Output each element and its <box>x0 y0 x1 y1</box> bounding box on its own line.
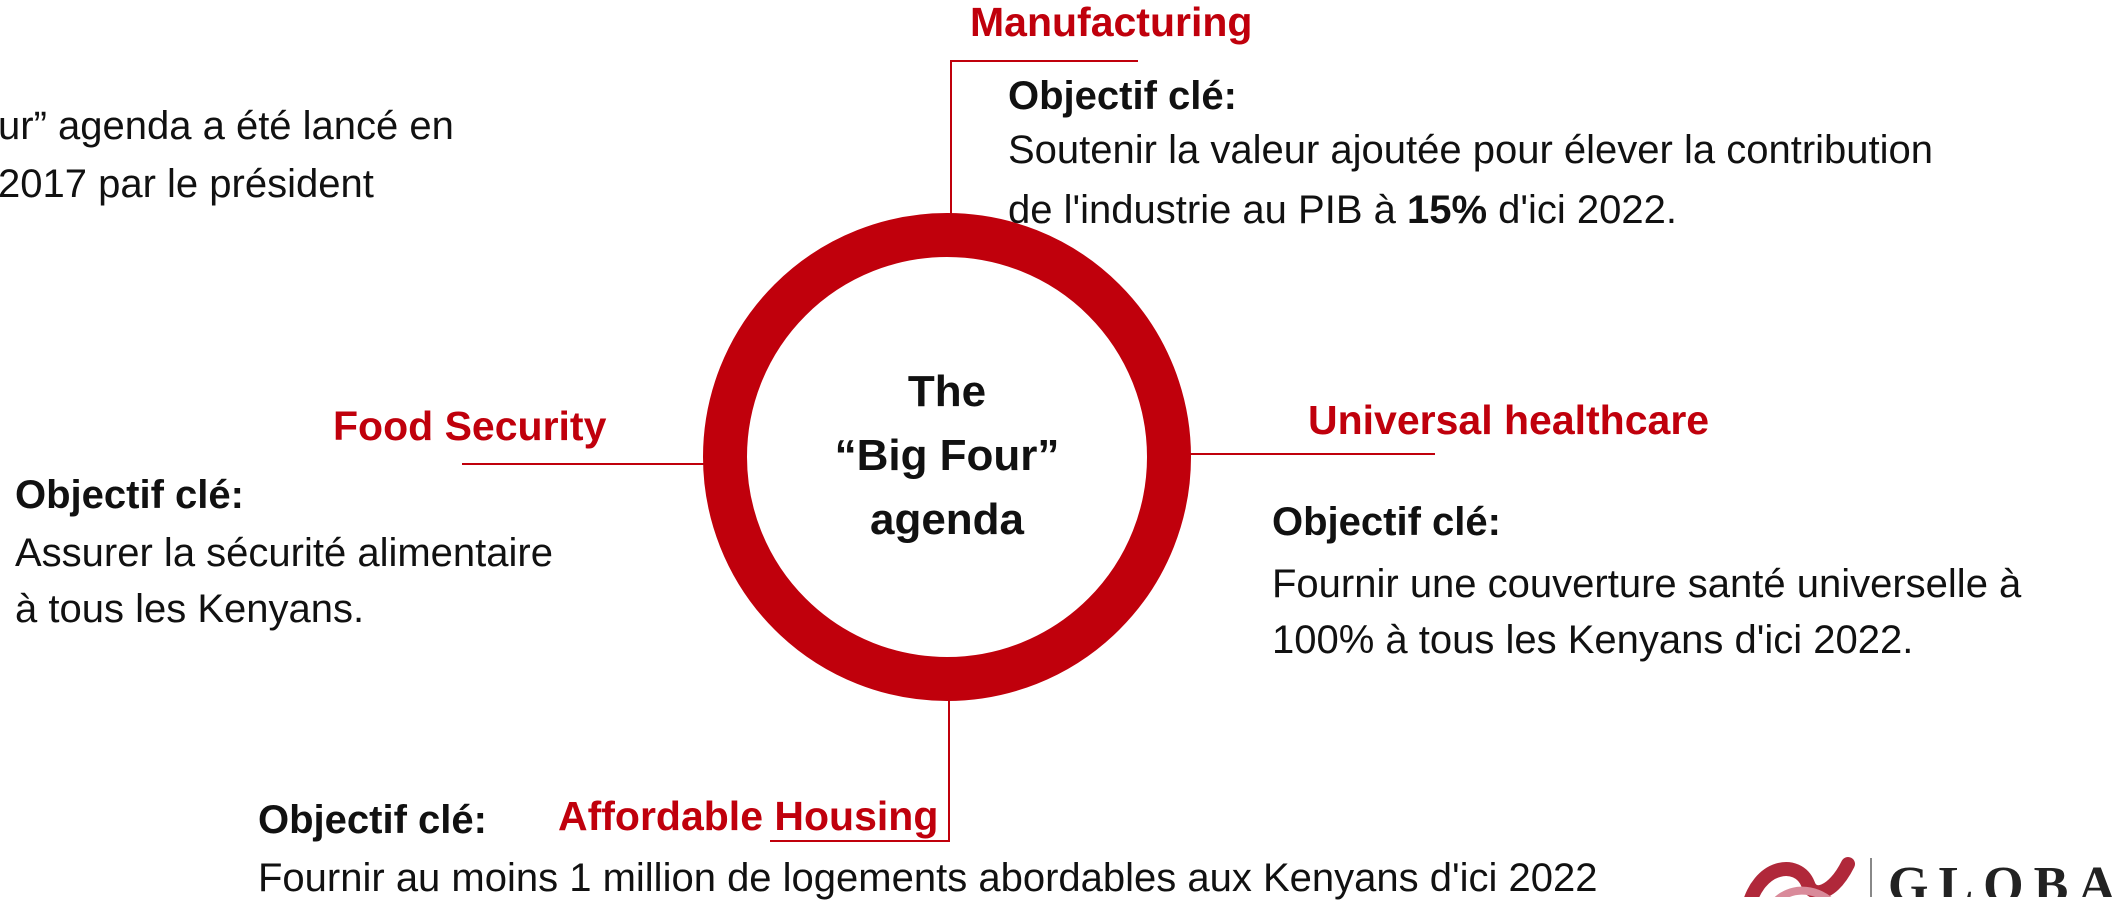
healthcare-title: Universal healthcare <box>1308 397 1710 443</box>
manufacturing-objective-line-2-end: d'ici 2022. <box>1487 188 1678 232</box>
manufacturing-objective-line-2: de l'industrie au PIB à 15% d'ici 2022. <box>1008 182 1677 238</box>
center-title: The “Big Four” agenda <box>703 360 1191 552</box>
housing-objective-line-1: Fournir au moins 1 million de logements … <box>258 856 1598 900</box>
global-logo: GLOBA <box>1738 852 2122 897</box>
housing-objective-label: Objectif clé: <box>258 798 487 842</box>
manufacturing-objective-label: Objectif clé: <box>1008 74 1237 118</box>
center-title-line-1: The <box>907 367 987 416</box>
healthcare-connector <box>1190 453 1435 455</box>
center-title-line-2: “Big Four” <box>834 431 1060 480</box>
manufacturing-title: Manufacturing <box>970 0 1253 45</box>
housing-connector-vertical <box>948 700 950 840</box>
food-security-objective-label: Objectif clé: <box>15 473 244 517</box>
manufacturing-connector-horizontal <box>950 60 1138 62</box>
manufacturing-objective-percent: 15% <box>1406 188 1488 232</box>
food-security-objective-line-2: à tous les Kenyans. <box>15 587 365 631</box>
healthcare-objective-line-2: 100% à tous les Kenyans d'ici 2022. <box>1272 618 1914 662</box>
healthcare-objective-line-1: Fournir une couverture santé universelle… <box>1272 562 2022 606</box>
food-security-connector <box>462 463 705 465</box>
food-security-objective-line-1: Assurer la sécurité alimentaire <box>15 531 553 575</box>
intro-line-2: 2017 par le président <box>0 162 374 206</box>
ribbon-logo-icon <box>1744 857 1855 897</box>
housing-connector-horizontal <box>770 840 950 842</box>
logo-separator <box>1870 858 1872 897</box>
healthcare-objective-label: Objectif clé: <box>1272 500 1501 544</box>
manufacturing-objective-line-2-start: de l'industrie au PIB à <box>1008 188 1407 232</box>
logo-text: GLOBA <box>1888 857 2122 897</box>
manufacturing-connector-vertical <box>950 60 952 220</box>
manufacturing-objective-line-1: Soutenir la valeur ajoutée pour élever l… <box>1008 128 1934 172</box>
center-title-line-3: agenda <box>869 495 1025 544</box>
food-security-title: Food Security <box>333 403 607 449</box>
housing-title: Affordable Housing <box>558 793 939 839</box>
intro-line-1: ur” agenda a été lancé en <box>0 104 454 148</box>
